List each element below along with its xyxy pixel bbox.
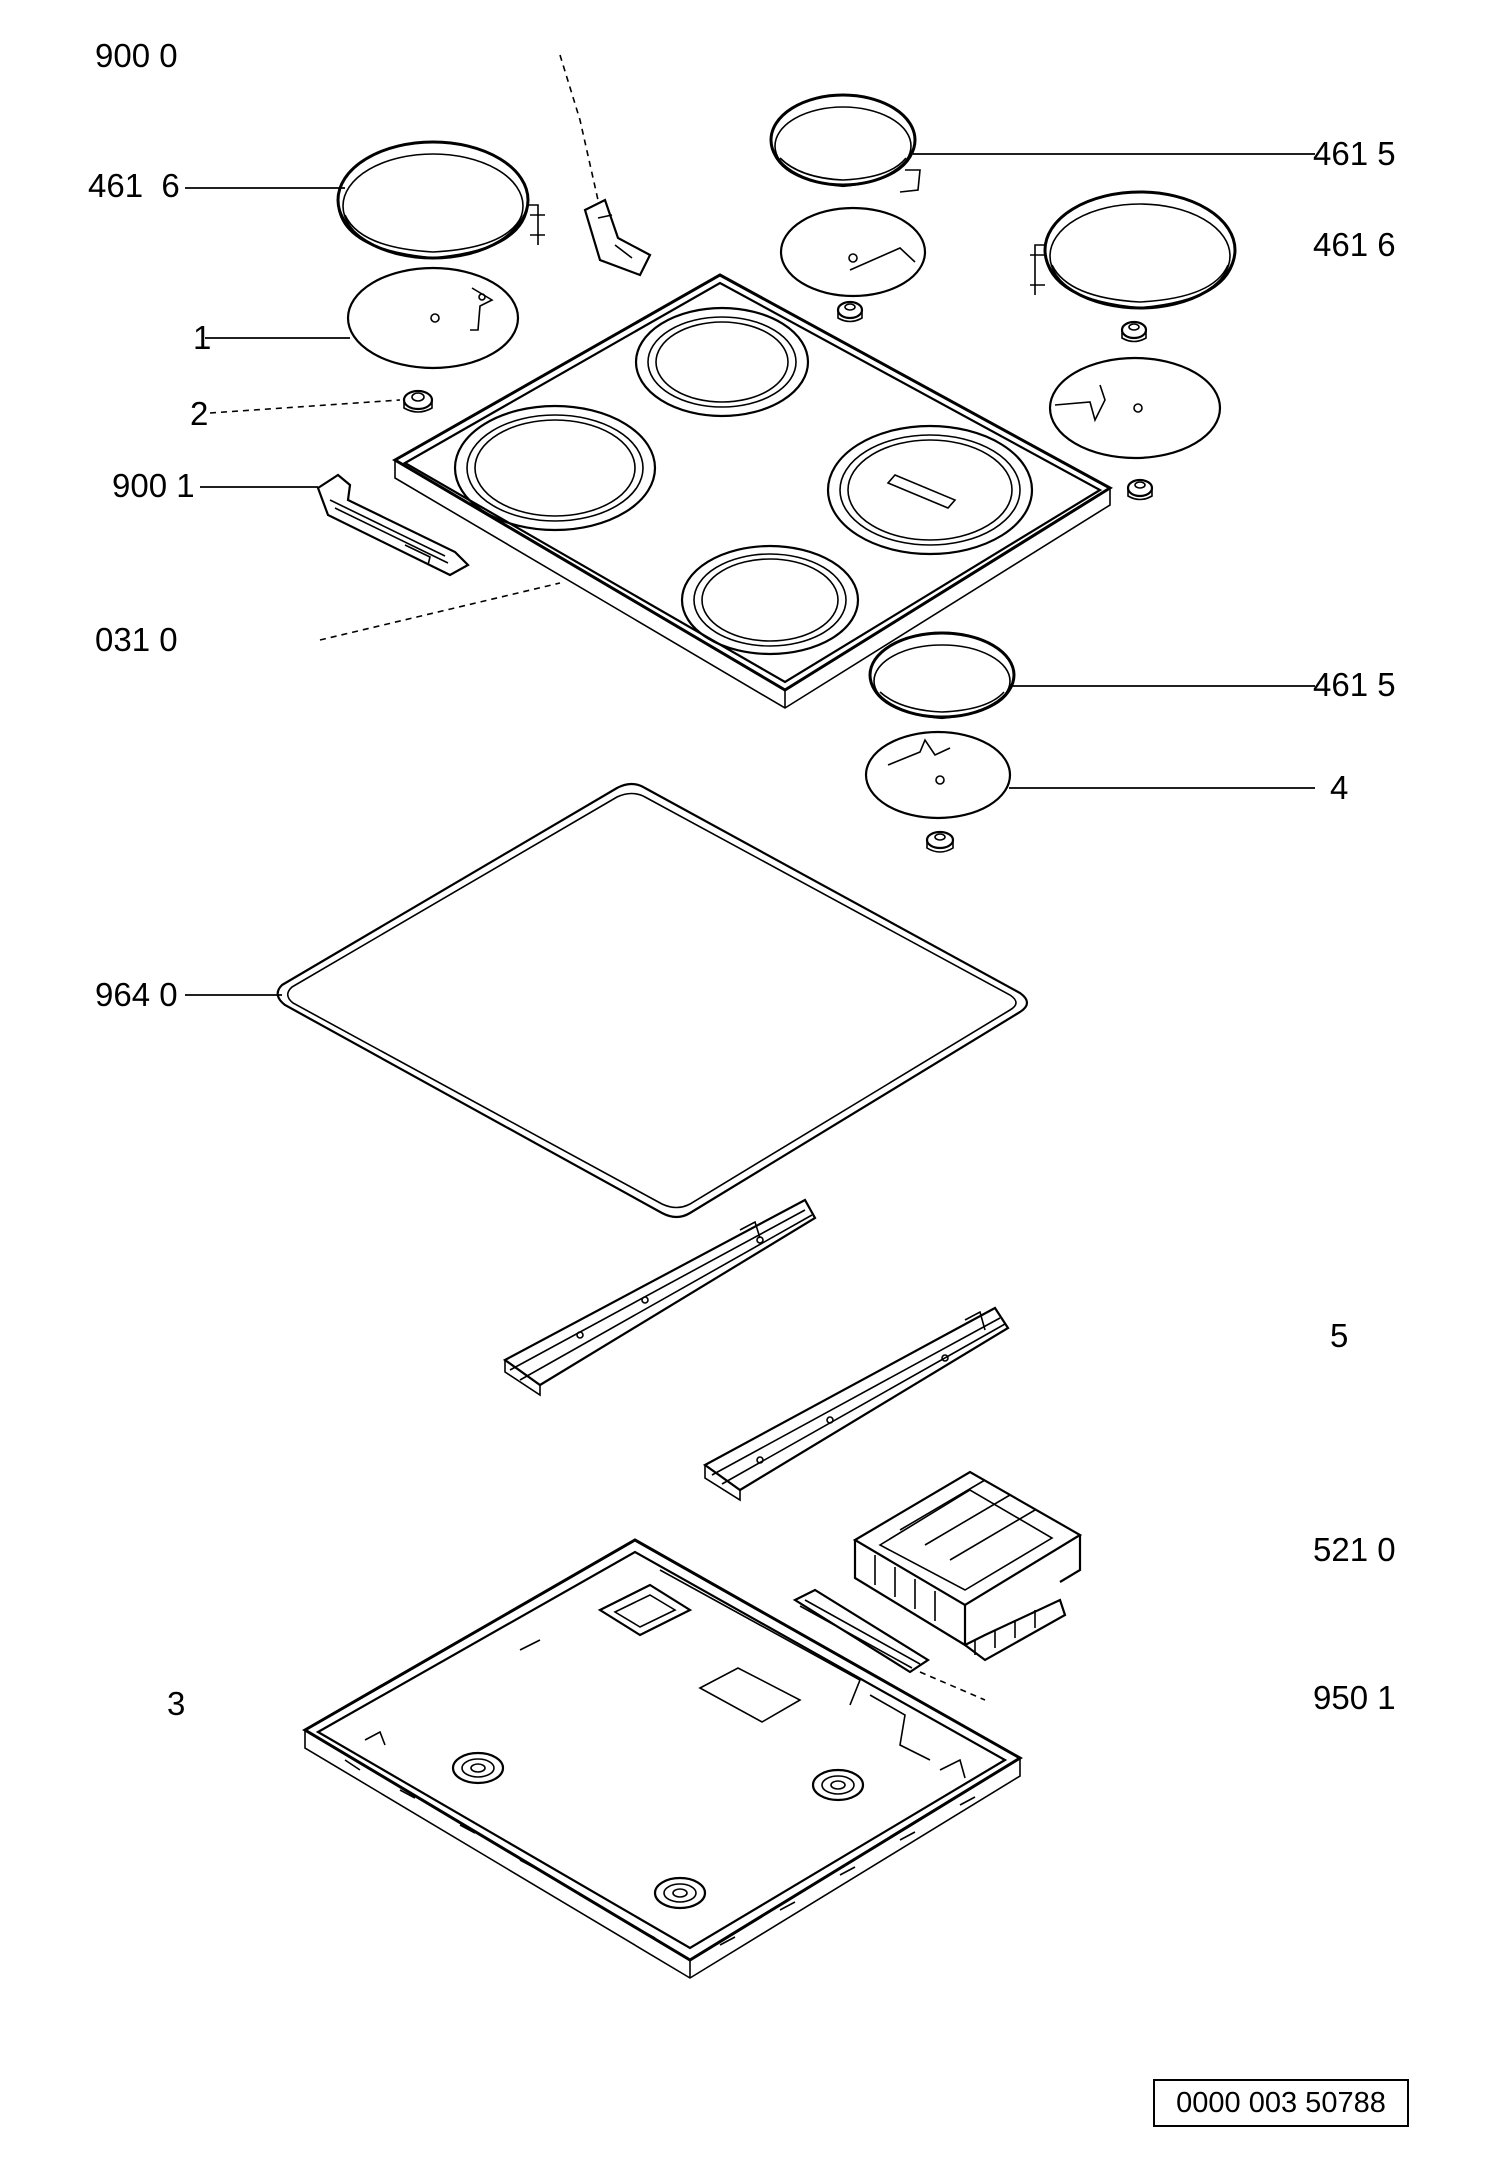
label-part-4615-top: 461 5 [1313,135,1396,172]
gasket-seal [276,782,1029,1219]
leader-lines [185,153,1315,996]
label-part-3: 3 [167,1685,186,1722]
label-part-9001: 900 1 [112,467,195,504]
mounting-bracket-top [559,54,652,277]
document-number-box: 0000 003 50788 [1153,2079,1409,2127]
trim-clip-left [316,473,470,577]
reflector-disc-right [1048,356,1222,460]
insulation-strip [792,1588,986,1701]
hotplate-small-middle [868,631,1016,720]
label-part-4: 4 [1330,769,1349,806]
label-part-9000: 900 0 [95,37,178,74]
label-part-0310: 031 0 [95,621,178,658]
bottom-tray [302,1538,1023,1979]
fixing-nut-right-lower [1126,478,1154,501]
label-part-4615-middle: 461 5 [1313,666,1396,703]
fixing-nut-bottom [925,830,955,853]
label-part-4616-left: 461 6 [88,167,180,204]
hotplate-large-right [1030,190,1237,310]
reflector-disc-top [779,206,927,298]
label-part-9501: 950 1 [1313,1679,1396,1716]
hotplate-small-top [769,93,921,193]
fixing-nut-right [1120,320,1148,343]
label-part-1: 1 [193,319,212,356]
support-rail-lower [702,1306,1010,1502]
reflector-disc-middle [864,730,1012,820]
label-part-4616-right: 461 6 [1313,226,1396,263]
hotplate-large-left [336,140,545,260]
label-part-9640: 964 0 [95,976,178,1013]
support-rail-upper [502,1198,817,1397]
terminal-block [852,1470,1083,1662]
label-part-5: 5 [1330,1317,1349,1354]
fixing-nut-left [402,389,434,413]
label-part-5210: 521 0 [1313,1531,1396,1568]
label-part-2: 2 [190,395,209,432]
fixing-nut-top [836,300,864,323]
reflector-disc-left [346,266,520,370]
cooktop-frame [392,273,1113,709]
